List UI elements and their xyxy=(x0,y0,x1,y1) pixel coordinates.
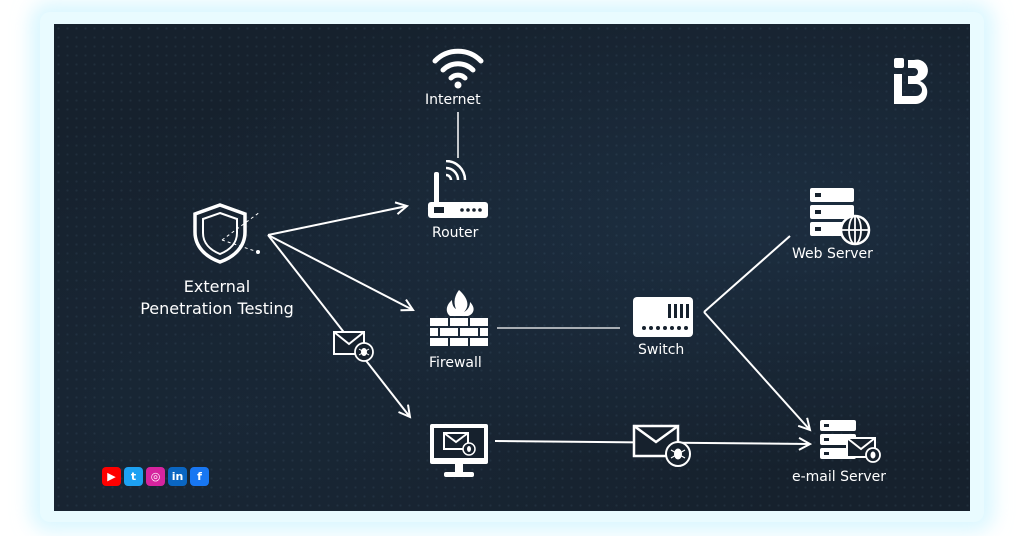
brand-logo-icon xyxy=(894,58,928,104)
youtube-icon[interactable]: ▶ xyxy=(102,467,121,486)
internet-label: Internet xyxy=(425,92,481,108)
infected-computer-icon xyxy=(430,424,488,477)
shield-scope-dash-1 xyxy=(221,211,261,241)
twitter-icon[interactable]: t xyxy=(124,467,143,486)
wifi-icon xyxy=(432,48,484,89)
shield-icon xyxy=(193,203,247,264)
firewall-label: Firewall xyxy=(429,355,482,371)
router-icon xyxy=(428,160,488,218)
external-pentest-label: External Penetration Testing xyxy=(127,276,307,320)
instagram-icon[interactable]: ◎ xyxy=(146,467,165,486)
malware-envelope-icon-2 xyxy=(632,424,691,467)
switch-icon xyxy=(633,297,693,337)
web-server-label: Web Server xyxy=(792,246,873,262)
web-server-icon xyxy=(810,188,871,246)
line-switch-webserver xyxy=(703,235,791,313)
arrow-attacker-pc xyxy=(267,234,410,417)
switch-label: Switch xyxy=(638,342,685,358)
social-icons: ▶ t ◎ in f xyxy=(102,467,209,486)
linkedin-icon[interactable]: in xyxy=(168,467,187,486)
background-dot-pattern xyxy=(54,24,970,511)
external-pentest-label-line1: External xyxy=(183,277,251,296)
arrow-attacker-router xyxy=(267,206,407,236)
router-label: Router xyxy=(432,225,479,241)
shield-scope-point xyxy=(256,250,260,254)
arrow-attacker-firewall xyxy=(267,234,413,310)
firewall-icon xyxy=(430,290,488,346)
external-pentest-label-line2: Penetration Testing xyxy=(140,299,294,318)
malware-envelope-icon xyxy=(333,331,374,362)
facebook-icon[interactable]: f xyxy=(190,467,209,486)
email-server-icon xyxy=(820,420,881,463)
arrow-switch-emailserver xyxy=(703,311,810,430)
diagram-panel xyxy=(54,24,970,511)
email-server-label: e-mail Server xyxy=(792,469,887,485)
